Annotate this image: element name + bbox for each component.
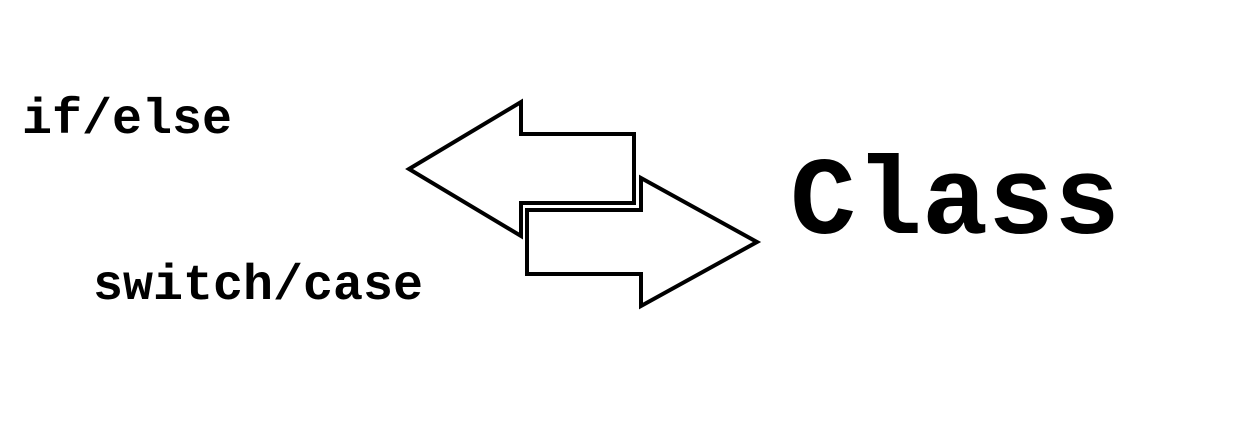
switch-case-label: switch/case: [93, 258, 424, 315]
left-arrow-icon: [405, 98, 636, 240]
right-arrow-icon: [525, 174, 762, 310]
if-else-label: if/else: [22, 92, 233, 149]
class-label: Class: [790, 142, 1121, 267]
